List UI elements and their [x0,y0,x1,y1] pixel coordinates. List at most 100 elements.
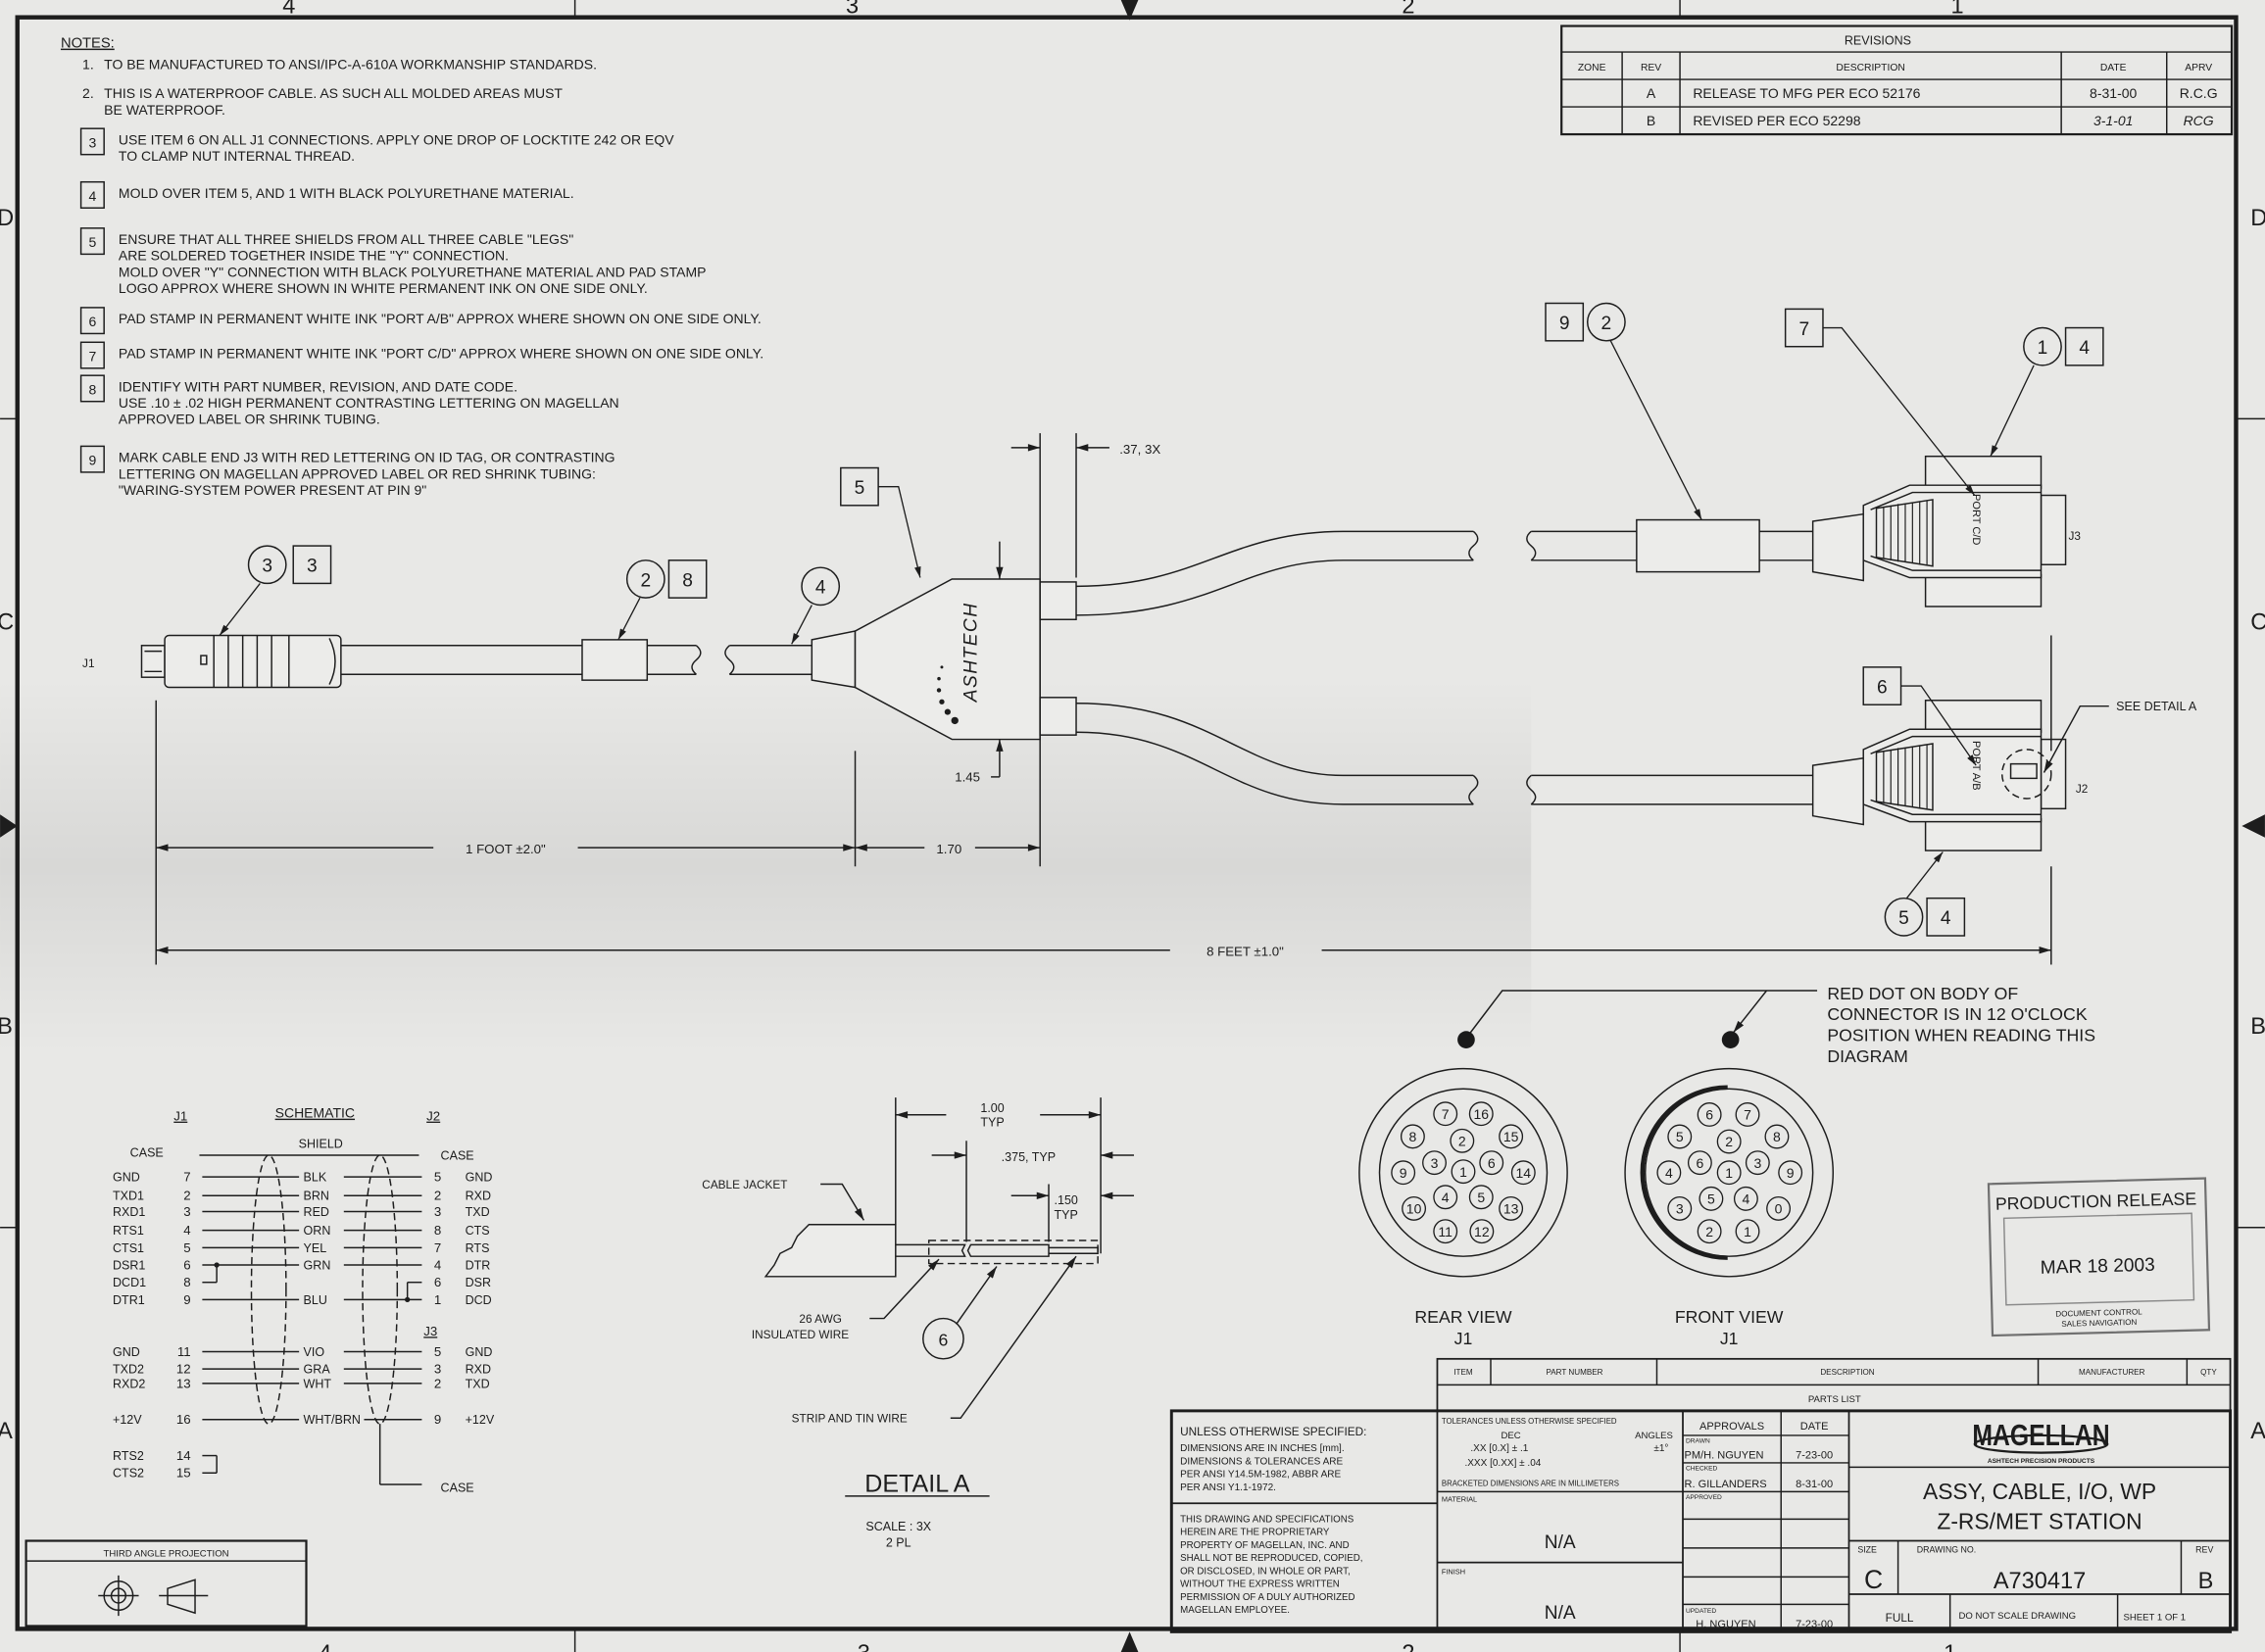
approvals-date-heading: DATE [1800,1421,1829,1433]
revisions-title: REVISIONS [1845,34,1911,48]
revision-date: 3-1-01 [2093,113,2133,128]
proprietary-note-line: HEREIN ARE THE PROPRIETARY [1180,1528,1330,1538]
note-flag-number: 4 [2079,338,2090,359]
zone-label: 2 [1402,1640,1414,1652]
wire-color: BRN [304,1190,329,1203]
note-flag-box [79,374,105,403]
wire-color: RED [304,1205,329,1219]
callout: 6 [1862,666,1977,766]
finish-label: FINISH [1442,1567,1465,1576]
fold-shadow [0,678,1532,1054]
callout-leader [1990,364,2035,457]
zone-label: B [0,1013,13,1039]
pin-circle [1479,1150,1504,1176]
cable-jacket-label: CABLE JACKET [702,1179,787,1191]
parts-list-header: MANUFACTURER [2079,1368,2145,1377]
j1-signal: DTR1 [113,1293,145,1307]
note-flag-box [840,466,879,507]
pin-number: 15 [1503,1129,1519,1144]
projection-box [25,1539,308,1628]
j2-signal: DSR [466,1276,491,1289]
case-label: CASE [441,1481,474,1494]
pin-number: 4 [1743,1191,1750,1207]
j2-pin: 3 [434,1362,441,1377]
pin-circle [1716,1129,1742,1154]
wire-color: BLK [304,1171,327,1185]
note-line: MOLD OVER ITEM 5, AND 1 WITH BLACK POLYU… [119,185,574,201]
revisions-header: DESCRIPTION [1836,63,1904,73]
rear-view-title: REAR VIEW [1414,1307,1511,1327]
cable-jacket-shape [763,1224,897,1278]
tolerances-title: TOLERANCES UNLESS OTHERWISE SPECIFIED [1442,1417,1617,1426]
zone-label: B [2250,1013,2265,1039]
checked-by: R. GILLANDERS [1684,1479,1766,1490]
j2-signal: CTS [466,1224,490,1238]
j3-label: J3 [2069,530,2082,543]
red-dot-marker [1457,1031,1475,1048]
finish-value: N/A [1545,1603,1576,1624]
title-block-border [1169,1409,2233,1633]
zone-label: 4 [282,0,295,18]
wire-color: GRN [304,1258,331,1272]
note-flag-number: 6 [1877,677,1888,698]
orientation-note-line: DIAGRAM [1827,1046,1907,1066]
junction-dot [405,1296,411,1303]
note-line: LETTERING ON MAGELLAN APPROVED LABEL OR … [119,465,596,481]
pin-circle [1499,1195,1524,1221]
case-label: CASE [441,1148,474,1162]
callout: 29 [1545,302,1702,520]
note-flag-number: 4 [1941,908,1951,929]
zone-label: A [0,1418,13,1443]
proprietary-note-line: OR DISCLOSED, IN WHOLE OR PART, [1180,1566,1351,1577]
pin-circle [1433,1219,1458,1244]
j1-cable [340,630,857,689]
j1-pin: 6 [183,1257,190,1272]
bracketed-note: BRACKETED DIMENSIONS ARE IN MILLIMETERS [1442,1480,1619,1488]
pin-circle [1778,1160,1803,1186]
j2-pin: 8 [434,1223,441,1238]
parts-list-header: PART NUMBER [1546,1368,1602,1377]
pin-number: 1 [1744,1224,1751,1239]
pin-number: 6 [1705,1107,1713,1123]
rev-label: REV [2195,1544,2213,1554]
item-balloon [2023,326,2062,366]
revision-description: REVISED PER ECO 52298 [1693,113,1860,128]
pin-circle [1716,1160,1742,1186]
j2-label: J2 [2076,783,2088,796]
pin-circle [1468,1185,1494,1210]
drawn-date: 7-23-00 [1796,1450,1833,1462]
dimension-note-line: PER ANSI Y1.1-1972. [1180,1482,1276,1493]
pin-number: 6 [1488,1155,1496,1171]
j1-pin: 15 [176,1466,191,1481]
callout-leader [878,485,921,578]
j2-signal: GND [466,1171,493,1185]
dimension-1-45: 1.45 [955,769,980,784]
front-view-inner [1644,1088,1814,1257]
note-flag-box [79,227,105,256]
pin-circle [1656,1160,1682,1186]
zone-label: D [0,205,14,230]
item-balloon [1884,897,1924,937]
pin-circle [1510,1160,1536,1186]
pin-circle [1667,1195,1693,1221]
orientation-note-line: RED DOT ON BODY OF [1827,984,2018,1003]
zone-label: D [2250,205,2265,230]
rear-view-inner [1378,1088,1549,1257]
item-balloon [801,566,841,607]
j1-pin: 2 [183,1189,190,1203]
dimension-note-line: PER ANSI Y14.5M-1982, ABBR ARE [1180,1470,1341,1481]
j1-signal: RXD2 [113,1377,145,1390]
proprietary-note-line: PERMISSION OF A DULY AUTHORIZED [1180,1592,1354,1603]
proprietary-note-line: WITHOUT THE EXPRESS WRITTEN [1180,1579,1340,1590]
pin-circle [1433,1185,1458,1210]
pin-circle [1697,1102,1722,1127]
pin-number: 3 [1676,1201,1684,1217]
callout: 4 [791,566,841,645]
revisions-header: REV [1641,63,1661,73]
front-view-title: FRONT VIEW [1675,1307,1784,1327]
scale-value: FULL [1886,1612,1914,1625]
